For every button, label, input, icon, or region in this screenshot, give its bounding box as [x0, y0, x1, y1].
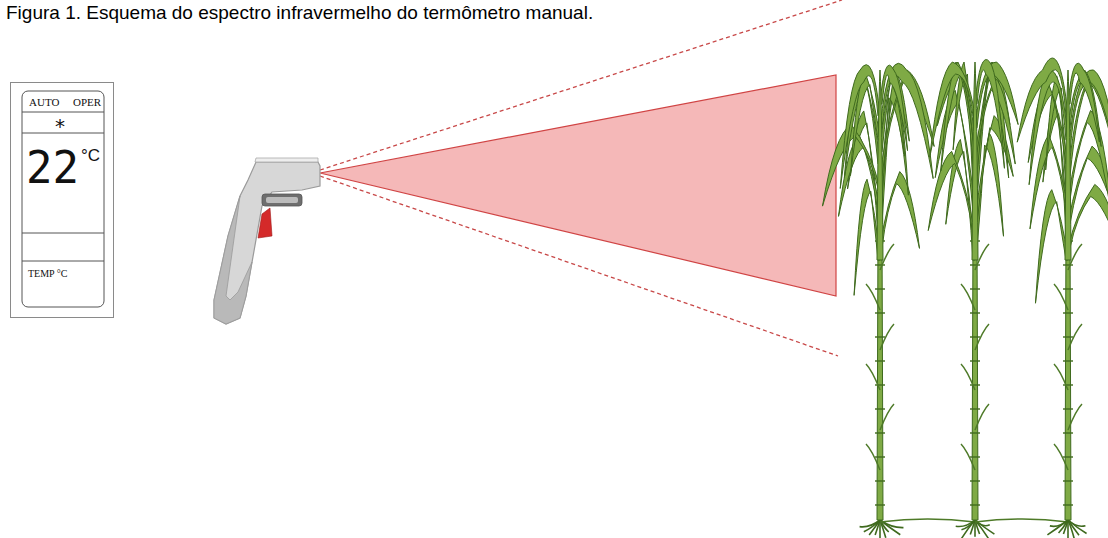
status-symbol: * [55, 116, 65, 136]
mode-label: TEMP °C [28, 269, 67, 279]
sugarcane-plants [822, 58, 1108, 538]
unit-label: °C [81, 147, 100, 164]
temperature-reading: 22 [26, 146, 79, 190]
infrared-cone [320, 75, 836, 296]
sugarcane-plant [928, 59, 1068, 538]
thermometer-gun [214, 158, 320, 324]
sugarcane-plant [1017, 58, 1108, 538]
figure-title: Figura 1. Esquema do espectro infraverme… [6, 2, 593, 24]
sugarcane-plant [822, 63, 975, 538]
mode-label: OPER [73, 97, 101, 108]
display-panel: AUTO OPER * 22°C TEMP °C [10, 82, 114, 318]
mode-label: AUTO [29, 97, 59, 108]
